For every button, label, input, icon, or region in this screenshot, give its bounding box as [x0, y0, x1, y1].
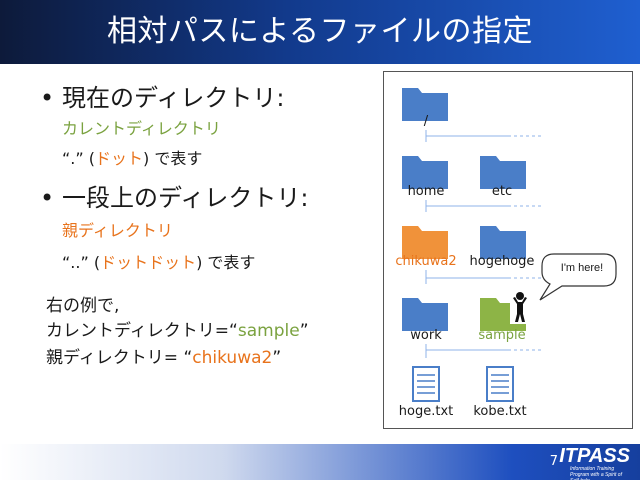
etc-label: etc: [491, 184, 513, 199]
footer-bar: 7 ITPASS Information Training Program wi…: [0, 444, 640, 484]
notation-prefix: “.” (: [62, 149, 95, 168]
example-parent-prefix: 親ディレクトリ= “: [46, 348, 193, 368]
notation-prefix: “..” (: [62, 253, 101, 272]
bullet-dot: •: [40, 84, 55, 112]
example-parent: 親ディレクトリ= “chikuwa2”: [46, 346, 281, 370]
slide-title: 相対パスによるファイルの指定: [106, 14, 534, 49]
bullet-heading: 一段上のディレクトリ:: [62, 184, 309, 212]
example-current-value: sample: [237, 321, 300, 341]
home-folder-icon: [402, 156, 448, 189]
current-dir-notation: “.” (ドット) で表す: [62, 148, 202, 170]
parent-dir-notation: “..” (ドットドット) で表す: [62, 252, 255, 274]
root-label: /: [423, 114, 429, 129]
notation-suffix: ) で表す: [196, 253, 256, 272]
example-current-suffix: ”: [299, 321, 309, 341]
hogehoge-folder-icon: [480, 226, 526, 259]
hoge-txt-file-icon: [412, 366, 440, 402]
person-icon: [510, 290, 530, 324]
kobe-txt-file-icon: [486, 366, 514, 402]
bullet-dot: •: [40, 184, 55, 212]
chikuwa2-label: chikuwa2: [395, 254, 457, 269]
hogehoge-label: hogehoge: [469, 254, 535, 269]
logo-subtitle: Information Training Program with a Spir…: [570, 466, 622, 484]
work-folder-icon: [402, 298, 448, 331]
notation-term: ドット: [95, 149, 144, 168]
bullet-parent-dir: •一段上のディレクトリ:: [40, 183, 308, 213]
chikuwa2-folder-icon: [402, 226, 448, 259]
directory-tree-panel: / home etc chikuwa2 hogehoge work sample…: [383, 71, 633, 429]
parent-dir-term: 親ディレクトリ: [62, 221, 173, 240]
example-parent-suffix: ”: [272, 348, 282, 368]
page-number: 7: [549, 454, 558, 469]
bullet-current-dir: •現在のディレクトリ:: [40, 83, 284, 113]
current-dir-term: カレントディレクトリ: [62, 119, 221, 138]
root-folder-icon: [402, 88, 448, 121]
example-parent-value: chikuwa2: [192, 348, 273, 368]
notation-term: ドットドット: [100, 253, 197, 272]
callout-bubble: [539, 253, 617, 301]
title-bar: [0, 0, 640, 64]
callout-text: I'm here!: [560, 262, 604, 274]
example-current-prefix: カレントディレクトリ=“: [46, 321, 238, 341]
kobe-txt-label: kobe.txt: [473, 404, 527, 419]
itpass-logo: ITPASS: [559, 445, 630, 467]
work-label: work: [410, 328, 442, 343]
tree-connectors: [425, 130, 544, 358]
home-label: home: [407, 184, 445, 199]
hoge-txt-label: hoge.txt: [398, 404, 454, 419]
example-intro: 右の例で,: [46, 296, 120, 316]
bullet-heading: 現在のディレクトリ:: [62, 84, 285, 112]
etc-folder-icon: [480, 156, 526, 189]
sample-label: sample: [478, 328, 526, 343]
notation-suffix: ) で表す: [143, 149, 203, 168]
example-current: カレントディレクトリ=“sample”: [46, 319, 309, 343]
